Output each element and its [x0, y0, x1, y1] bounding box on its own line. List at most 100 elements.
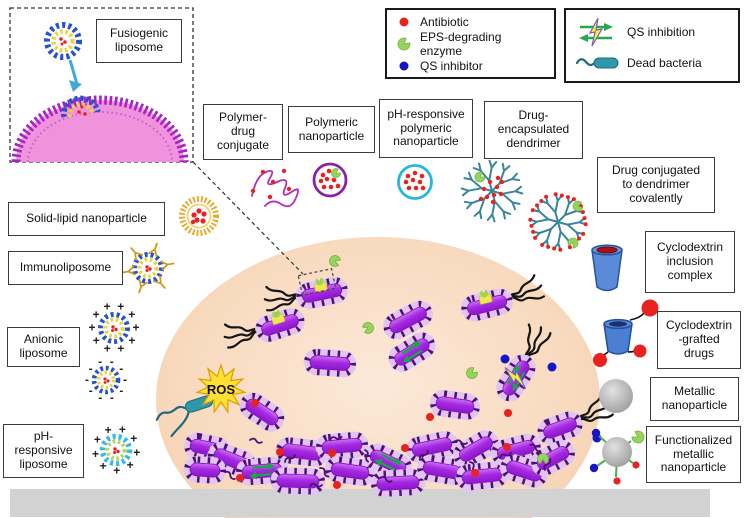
antibiotic-dot [251, 399, 259, 407]
charge-sign: + [119, 423, 126, 437]
bacterium [500, 454, 548, 488]
free-agents-layer [224, 255, 602, 489]
ros-burst-icon [195, 363, 247, 414]
eps-enzyme [466, 367, 478, 379]
eps-enzyme [329, 255, 341, 267]
pilus [379, 475, 393, 483]
bacterium [530, 439, 576, 477]
antibiotic-dot [236, 474, 244, 482]
bacterium [429, 389, 481, 421]
antibiotic-dot-icon [399, 17, 409, 26]
functionalized-metallic-nanoparticle-icon [589, 428, 645, 485]
bacterium [496, 323, 552, 402]
substrate-surface [10, 489, 710, 517]
charge-sign: + [93, 334, 100, 348]
pilus [499, 452, 512, 459]
pilus [329, 436, 343, 441]
bacterium [270, 467, 326, 495]
label-drug-conjugated-dendrimer: Drug conjugated to dendrimer covalently [597, 157, 715, 213]
label-cyclodextrin-inclusion: Cyclodextrin inclusion complex [645, 231, 735, 293]
pilus [284, 454, 296, 463]
fusing-liposome-cap [61, 95, 101, 118]
legend-row-eps-enzyme: EPS-degrading enzyme [395, 30, 546, 58]
anionic-liposome-plus-icon [98, 312, 130, 344]
label-polymeric-nanoparticle: Polymeric nanoparticle [288, 106, 375, 153]
charge-sign: + [92, 447, 99, 461]
eps-enzyme [537, 453, 549, 465]
drug-encapsulated-dendrimer-icon [460, 159, 524, 223]
label-fusiogenic-liposome: Fusiogenic liposome [96, 19, 182, 63]
charge-sign: + [130, 431, 137, 445]
bacterium [460, 274, 545, 322]
charge-sign: + [104, 342, 111, 356]
pilus [454, 439, 468, 445]
fusion-arrow [68, 59, 79, 85]
bacterium [388, 332, 436, 372]
charge-sign: - [98, 355, 102, 369]
qs-inhibition-arrows [401, 344, 416, 355]
dendrimer-and-decor-layer [121, 159, 588, 294]
drug-conjugated-dendrimer-icon [528, 192, 588, 252]
fusiogenic-liposome-icon [44, 22, 82, 60]
label-polymer-drug-conjugate: Polymer- drug conjugate [203, 104, 283, 160]
ph-responsive-polymeric-nanoparticle-icon [397, 164, 433, 200]
qs-inhibition-arrows [252, 465, 268, 469]
cell-membrane [16, 100, 184, 162]
pilus [309, 482, 323, 488]
bacterium [537, 393, 614, 445]
dead-bacteria-icon [575, 57, 619, 69]
legend-label: EPS-degrading enzyme [420, 29, 502, 58]
charge-sign: + [133, 445, 140, 459]
legend-agents: Antibiotic EPS-degrading enzyme QS inhib… [385, 8, 556, 79]
inset-connector-line [192, 161, 304, 275]
antibody-icon [160, 260, 175, 271]
bacterium [370, 468, 426, 498]
legend-label: QS inhibitor [420, 58, 483, 73]
legend-row-antibiotic: Antibiotic [395, 15, 546, 29]
label-solid-lipid-nanoparticle: Solid-lipid nanoparticle [8, 202, 165, 236]
label-cyclodextrin-grafted: Cyclodextrin -grafted drugs [657, 311, 741, 369]
charge-sign: - [89, 384, 93, 398]
solid-lipid-nanoparticle-icon [179, 196, 219, 236]
fusiogenic-inset [9, 7, 194, 163]
label-drug-encapsulated-dendrimer: Drug- encapsulated dendrimer [484, 101, 583, 159]
legend-label: Antibiotic [420, 14, 469, 29]
antibiotic-dot [503, 443, 511, 451]
charge-sign: + [127, 458, 134, 472]
legend-label: QS inhibition [627, 24, 696, 39]
charge-sign: + [88, 321, 95, 335]
qs-inhibitor-dot [500, 354, 510, 364]
antibody-icon [121, 265, 136, 276]
legend-actions: QS inhibition Dead bacteria [564, 8, 740, 83]
qs-inhibition-icon [579, 17, 613, 47]
pilus [249, 437, 263, 444]
bacterium [452, 430, 500, 468]
eps-enzyme-icon [397, 37, 411, 50]
charge-sign: + [128, 308, 135, 322]
legend-row-dead-bacteria: Dead bacteria [574, 52, 730, 74]
antibody-icon [153, 275, 166, 289]
pilus [543, 458, 552, 471]
legend-row-qs-inhibitor: QS inhibitor [395, 59, 546, 73]
antibiotic-dot [471, 469, 479, 477]
antibiotic-dot [333, 481, 341, 489]
antibiotic-dot [504, 409, 512, 417]
eps-enzyme [362, 322, 374, 334]
charge-sign: - [110, 354, 114, 368]
qs-inhibition-arrows [381, 453, 396, 463]
label-functionalized-metallic: Functionalized metallic nanoparticle [646, 426, 741, 483]
charge-sign: - [85, 373, 89, 387]
antibody-icon [148, 242, 158, 258]
antibiotic-dot [328, 449, 336, 457]
bacterium [324, 455, 376, 487]
label-metallic-nanoparticle: Metallic nanoparticle [650, 377, 739, 421]
antibody-icon [130, 247, 143, 261]
antibiotic-dot [276, 448, 284, 456]
legend-label: Dead bacteria [627, 56, 702, 71]
charge-sign: + [117, 300, 124, 314]
cyclodextrin-grafted-drugs-icon [593, 299, 659, 367]
fusion-target-outline [297, 267, 337, 297]
charge-sign: + [117, 341, 124, 355]
charge-sign: - [123, 372, 127, 386]
